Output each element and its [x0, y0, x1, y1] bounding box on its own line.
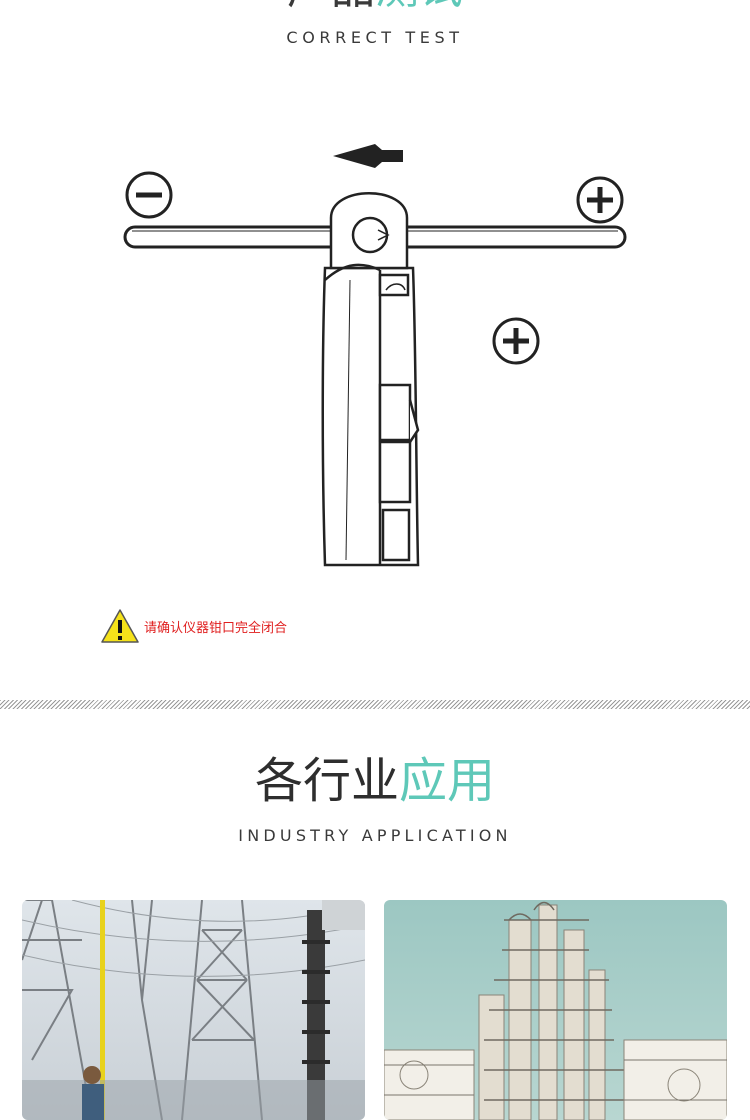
- substation-illustration: [22, 900, 365, 1120]
- minus-icon: [125, 171, 173, 219]
- industry-application-subtitle: INDUSTRY APPLICATION: [238, 826, 512, 845]
- title-dark-part: 各行业: [254, 753, 399, 809]
- plus-icon: [576, 176, 624, 224]
- clamp-meter-diagram: [123, 144, 627, 567]
- substation-photo: [22, 900, 365, 1120]
- warning-note: 请确认仪器钳口完全闭合: [100, 608, 287, 644]
- warning-icon: [101, 609, 139, 643]
- arrow-left-icon: [333, 144, 403, 168]
- correct-test-subtitle: CORRECT TEST: [286, 28, 464, 47]
- plus-icon: [492, 317, 540, 365]
- section-divider: [0, 700, 750, 709]
- refinery-illustration: [384, 900, 727, 1120]
- industry-application-title: 各行业应用: [0, 752, 750, 810]
- title-teal-part: 应用: [399, 753, 496, 809]
- product-test-title: 产品测试: [0, 0, 750, 8]
- title-teal-part: 测试: [375, 0, 463, 8]
- refinery-photo: [384, 900, 727, 1120]
- warning-text: 请确认仪器钳口完全闭合: [144, 620, 288, 636]
- clamp-meter: [321, 192, 420, 567]
- title-dark-part: 产品: [287, 0, 375, 8]
